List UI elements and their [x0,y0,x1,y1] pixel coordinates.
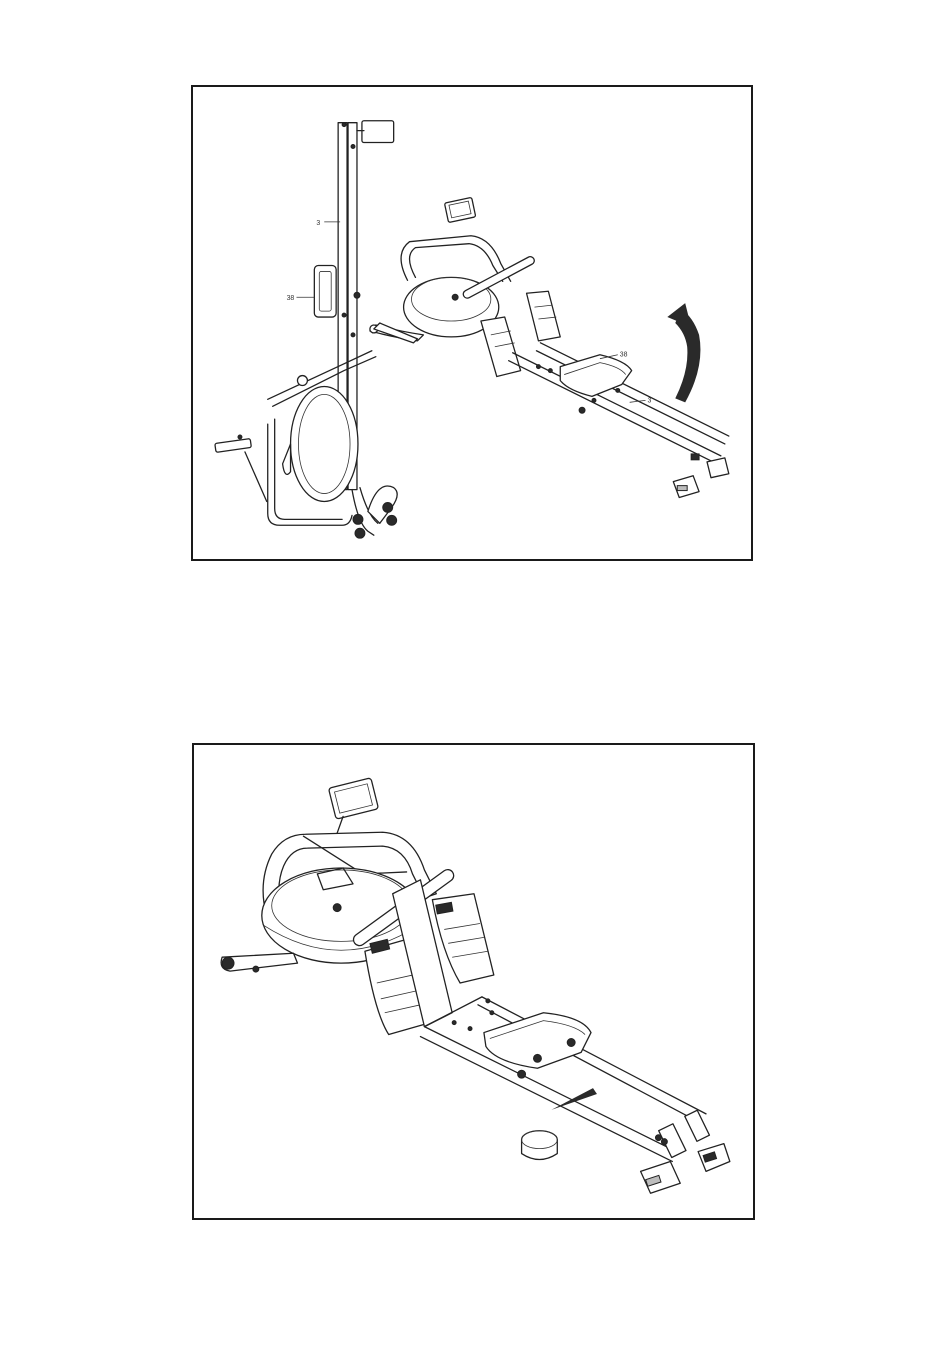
rower-assembled-illustration [194,745,753,1218]
flat-seat [560,355,631,397]
upright-flywheel [291,386,358,501]
upright-footrest-top [362,121,394,143]
flat-monitor [444,197,475,222]
upright-seat [314,265,336,317]
callout-flat-seat: 38 [620,352,628,359]
figure-bottom-panel [192,743,755,1220]
assembled-rear-foot-left [641,1161,681,1193]
flat-footplate-right [527,291,561,341]
flat-handlebar [462,255,536,299]
flat-rear-foot-right [707,458,729,478]
upright-wheel-2 [383,502,393,512]
assembled-rower [221,778,730,1193]
upright-wheel-1 [355,528,365,538]
callout-flat-rail: 3 [648,397,652,404]
rotate-arrow-icon [667,303,700,402]
rower-unfold-illustration: 3 38 [193,87,751,559]
flat-footplate-left [481,317,521,376]
end-cap-callout [522,1088,597,1159]
callout-upright-rail: 3 [316,220,320,227]
figure-top-panel: 3 38 [191,85,753,561]
callout-upright-seat: 38 [287,295,295,302]
upright-handlebar [215,439,252,453]
unfolded-rower: 38 3 [374,197,729,497]
